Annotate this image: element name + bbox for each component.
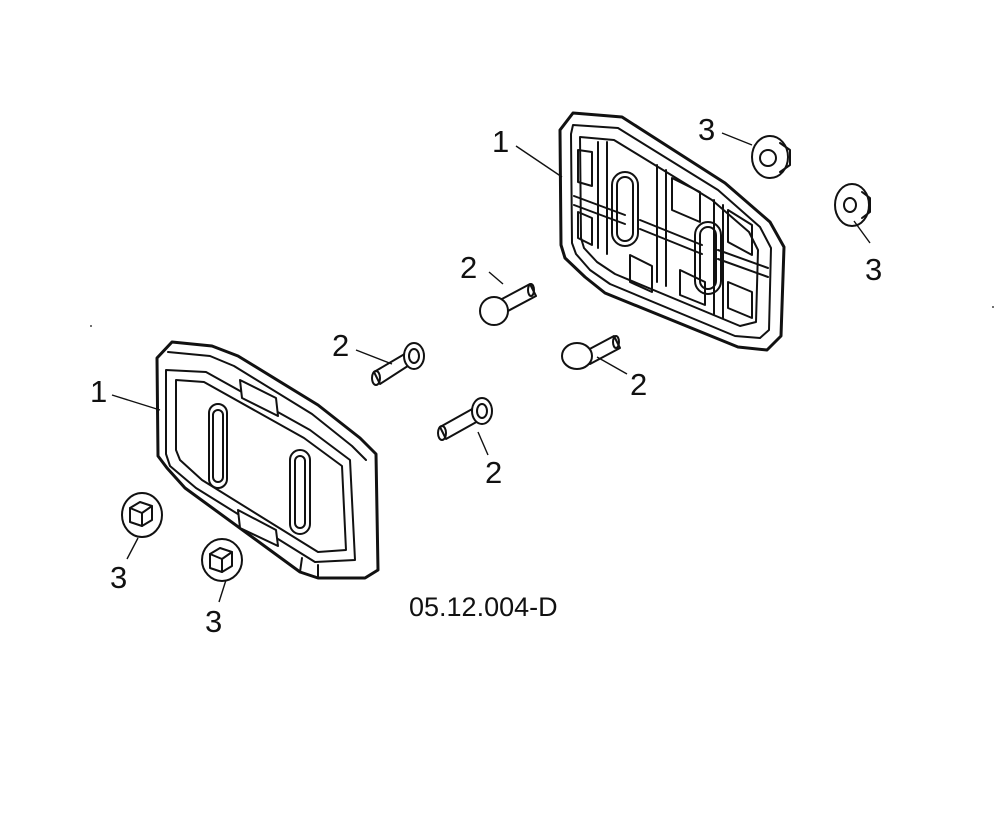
callout-nut-top-left: 3 [698, 112, 715, 147]
flange-nut-bottom-center [201, 538, 243, 582]
flange-nut-bottom-left [121, 492, 163, 538]
flange-nut-top-left [751, 135, 791, 179]
scan-speck [992, 306, 994, 308]
callout-skid-top: 1 [492, 124, 509, 159]
carriage-bolt-bottom-center [437, 397, 493, 441]
flange-nut-top-right [834, 183, 871, 227]
scan-speck [90, 325, 92, 327]
callout-bolt-bottom-center: 2 [485, 455, 502, 490]
callout-nut-top-right: 3 [865, 252, 882, 287]
leader-lines [111, 132, 871, 603]
callout-bolt-top-center: 2 [460, 250, 477, 285]
callout-nut-bottom-left: 3 [110, 560, 127, 595]
callout-nut-bottom-center: 3 [205, 604, 222, 639]
drawing-code: 05.12.004-D [409, 592, 558, 622]
callout-bolt-left: 2 [332, 328, 349, 363]
carriage-bolt-top-center [479, 283, 537, 326]
skid-shoe-upper [558, 111, 786, 352]
skid-shoe-lower [155, 340, 380, 580]
callout-bolt-right: 2 [630, 367, 647, 402]
callout-skid-bottom: 1 [90, 374, 107, 409]
carriage-bolt-left [371, 342, 425, 386]
carriage-bolt-right [561, 335, 621, 370]
